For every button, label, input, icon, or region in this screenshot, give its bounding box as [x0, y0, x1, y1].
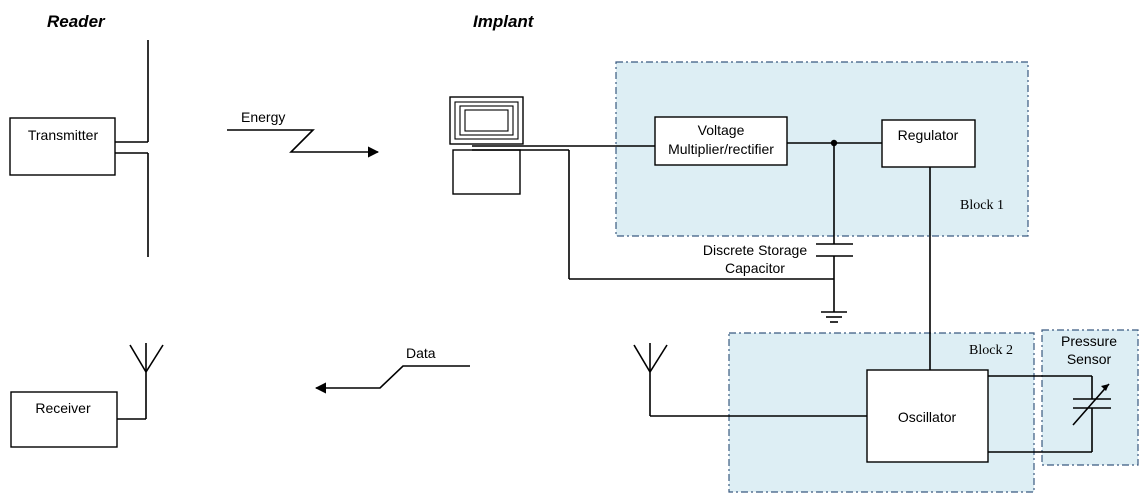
ground-icon — [821, 311, 847, 323]
pressure-sensor-region — [1041, 329, 1139, 466]
capacitor-label-line1: Discrete Storage — [703, 242, 807, 258]
voltage-multiplier-box — [654, 116, 788, 166]
implant-heading: Implant — [473, 12, 535, 31]
transmitter-antenna-icon — [115, 40, 149, 257]
receiver-antenna-icon — [117, 343, 164, 420]
junction-node — [830, 139, 838, 147]
transmitter-label: Transmitter — [28, 127, 99, 143]
variable-capacitor-icon — [1072, 383, 1111, 426]
energy-label: Energy — [241, 109, 285, 125]
regulator-box — [881, 119, 976, 168]
capacitor-icon — [816, 243, 853, 257]
voltage-label-line2: Multiplier/rectifier — [668, 141, 774, 157]
capacitor-label-line2: Capacitor — [725, 260, 785, 276]
block-2-label: Block 2 — [969, 343, 1013, 358]
voltage-label-line1: Voltage — [698, 122, 745, 138]
receiver-box — [10, 391, 118, 448]
energy-arrow-icon — [227, 129, 380, 158]
receiver-label: Receiver — [35, 400, 91, 416]
data-arrow-icon — [314, 365, 470, 394]
sensor-label-line1: Pressure — [1061, 333, 1117, 349]
coil-icon — [449, 96, 524, 195]
implant-wiring — [472, 142, 1093, 453]
block-1-label: Block 1 — [960, 198, 1004, 213]
implant-antenna-icon — [633, 343, 668, 416]
oscillator-box — [866, 369, 989, 463]
reader-heading: Reader — [47, 12, 106, 31]
transmitter-box — [9, 117, 116, 176]
oscillator-label: Oscillator — [898, 409, 957, 425]
data-label: Data — [406, 345, 436, 361]
regulator-label: Regulator — [898, 127, 959, 143]
sensor-label-line2: Sensor — [1067, 351, 1112, 367]
